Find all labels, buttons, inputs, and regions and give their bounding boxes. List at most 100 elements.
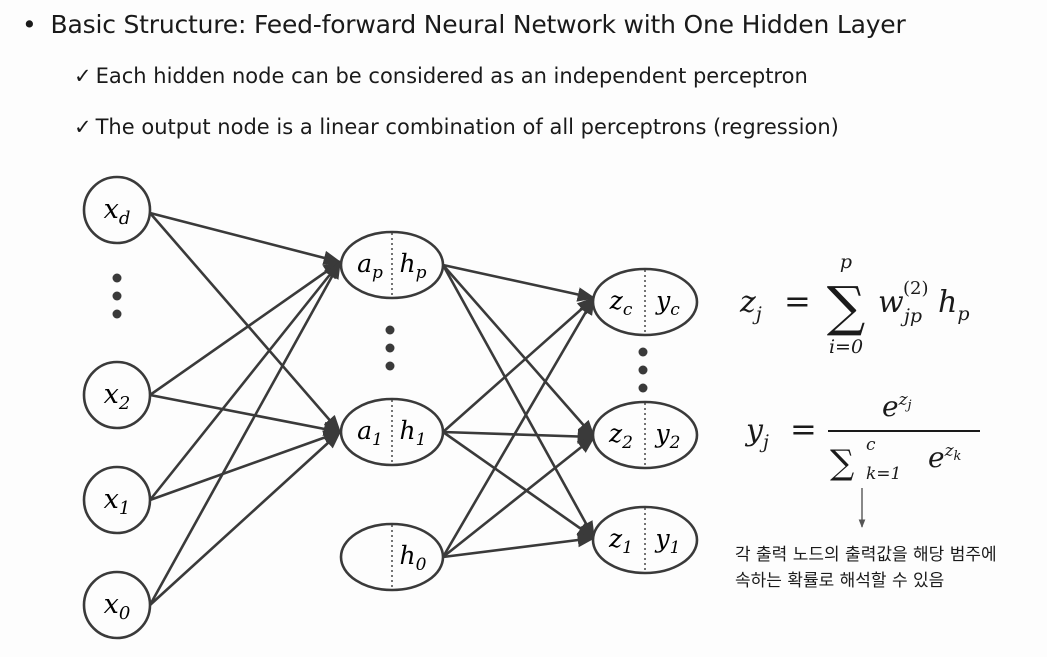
input-layer: xd x2 x1 x0 xyxy=(82,175,152,640)
hidden-node-0: h0 xyxy=(339,522,445,592)
svg-text:zc: zc xyxy=(609,286,633,320)
hidden-h-sub: p xyxy=(416,263,427,283)
eq2-num-sup: z xyxy=(898,390,909,410)
input-node-symbol: x xyxy=(104,194,119,225)
output-y-sub: c xyxy=(670,300,680,320)
heading-text: Basic Structure: Feed-forward Neural Net… xyxy=(50,10,906,39)
eq1-lhs-sub: j xyxy=(752,303,762,325)
output-layer: zc yc z2 y2 z1 y1 xyxy=(591,267,699,575)
edge xyxy=(442,429,596,444)
softmax-note: 각 출력 노드의 출력값을 해당 범주에 속하는 확률로 해석할 수 있음 xyxy=(735,542,997,594)
svg-text:y2: y2 xyxy=(655,419,681,453)
eq2-den-sum: ∑ xyxy=(830,443,854,483)
input-node-x2: x2 xyxy=(82,360,152,430)
output-ellipsis xyxy=(638,347,648,393)
dot xyxy=(385,325,395,335)
dot xyxy=(112,291,122,301)
eq1-w-sup: (2) xyxy=(903,278,929,299)
edge xyxy=(442,532,596,559)
input-node-symbol: x xyxy=(104,484,119,515)
equation-y: yj = ezj ∑ c k=1 ezk xyxy=(744,390,980,484)
output-z-sub: 1 xyxy=(622,538,633,558)
eq2-den-e-sup-sub: k xyxy=(954,449,962,464)
hidden-ellipsis xyxy=(385,325,395,371)
hidden-a-symbol: a xyxy=(357,249,372,278)
edge xyxy=(441,296,596,558)
input-node-x0: x0 xyxy=(82,570,152,640)
edge xyxy=(149,260,342,397)
hidden-h-sub: 1 xyxy=(416,430,427,450)
edge xyxy=(149,430,342,502)
eq1-h: h xyxy=(938,285,957,320)
edge xyxy=(442,435,596,559)
edge xyxy=(442,264,596,439)
hidden-a-sub: 1 xyxy=(372,430,383,450)
output-node-1: z1 y1 xyxy=(591,505,699,575)
eq1-sum: ∑ xyxy=(827,275,866,338)
edge xyxy=(148,260,342,501)
eq2-den-e-sup: z xyxy=(944,441,955,461)
svg-text:xd: xd xyxy=(104,194,131,229)
bullet-icon: • xyxy=(22,10,37,39)
svg-text:x1: x1 xyxy=(104,484,131,519)
eq1-lower: i=0 xyxy=(829,336,863,358)
equation-z: zj = p ∑ i=0 w (2) jp hp xyxy=(739,251,970,358)
svg-text:yj: yj xyxy=(744,413,769,453)
output-y-symbol: y xyxy=(655,524,671,553)
eq1-lhs: z xyxy=(739,285,756,320)
svg-text:ezk: ezk xyxy=(928,441,962,474)
dot xyxy=(112,273,122,283)
eq1-equals: = xyxy=(784,282,811,320)
svg-text:a1: a1 xyxy=(357,416,383,450)
dot xyxy=(638,383,648,393)
input-node-x1: x1 xyxy=(82,465,152,535)
output-z-symbol: z xyxy=(609,286,624,315)
edge xyxy=(149,393,342,437)
hidden-node-p: ap hp xyxy=(339,230,445,300)
dot xyxy=(385,343,395,353)
svg-text:h1: h1 xyxy=(400,416,427,450)
input-node-sub: d xyxy=(119,208,131,229)
input-node-sub: 2 xyxy=(118,393,130,414)
point-2-text: The output node is a linear combination … xyxy=(95,115,839,139)
svg-text:hp: hp xyxy=(938,285,970,325)
svg-text:hp: hp xyxy=(400,249,427,283)
eq2-den-sub: k=1 xyxy=(866,464,901,484)
edges xyxy=(148,211,596,606)
eq2-num-sup-sub: j xyxy=(905,398,912,413)
input-node-sub: 1 xyxy=(119,498,130,519)
svg-text:x2: x2 xyxy=(104,379,131,414)
svg-text:z1: z1 xyxy=(608,524,633,558)
output-z-sub: c xyxy=(623,300,633,320)
edge xyxy=(149,430,342,606)
check-icon: ✓ xyxy=(74,64,92,88)
svg-text:x0: x0 xyxy=(104,589,131,624)
edge xyxy=(441,264,596,540)
hidden-h-symbol: h xyxy=(400,416,416,445)
output-y-sub: 1 xyxy=(670,538,681,558)
eq1-w: w xyxy=(878,285,904,320)
hidden-h-symbol: h xyxy=(400,249,416,278)
eq2-den-sup: c xyxy=(866,435,876,455)
output-y-symbol: y xyxy=(655,286,671,315)
output-node-2: z2 y2 xyxy=(591,400,699,470)
edge xyxy=(148,260,342,606)
svg-text:y1: y1 xyxy=(655,524,681,558)
heading: • Basic Structure: Feed-forward Neural Ne… xyxy=(22,10,906,39)
input-node-xd: xd xyxy=(82,175,152,245)
svg-text:ap: ap xyxy=(357,249,383,283)
edge xyxy=(442,430,596,540)
dot xyxy=(638,347,648,357)
svg-text:h0: h0 xyxy=(400,541,427,575)
point-2: ✓The output node is a linear combination… xyxy=(74,115,839,139)
dot xyxy=(112,309,122,319)
eq2-lhs-sub: j xyxy=(759,431,769,453)
point-1-text: Each hidden node can be considered as an… xyxy=(95,64,808,88)
dot xyxy=(385,361,395,371)
output-y-sub: 2 xyxy=(669,433,681,453)
eq1-h-sub: p xyxy=(957,303,969,325)
hidden-h-sub: 0 xyxy=(416,555,427,575)
input-node-symbol: x xyxy=(104,589,119,620)
output-y-symbol: y xyxy=(655,419,671,448)
